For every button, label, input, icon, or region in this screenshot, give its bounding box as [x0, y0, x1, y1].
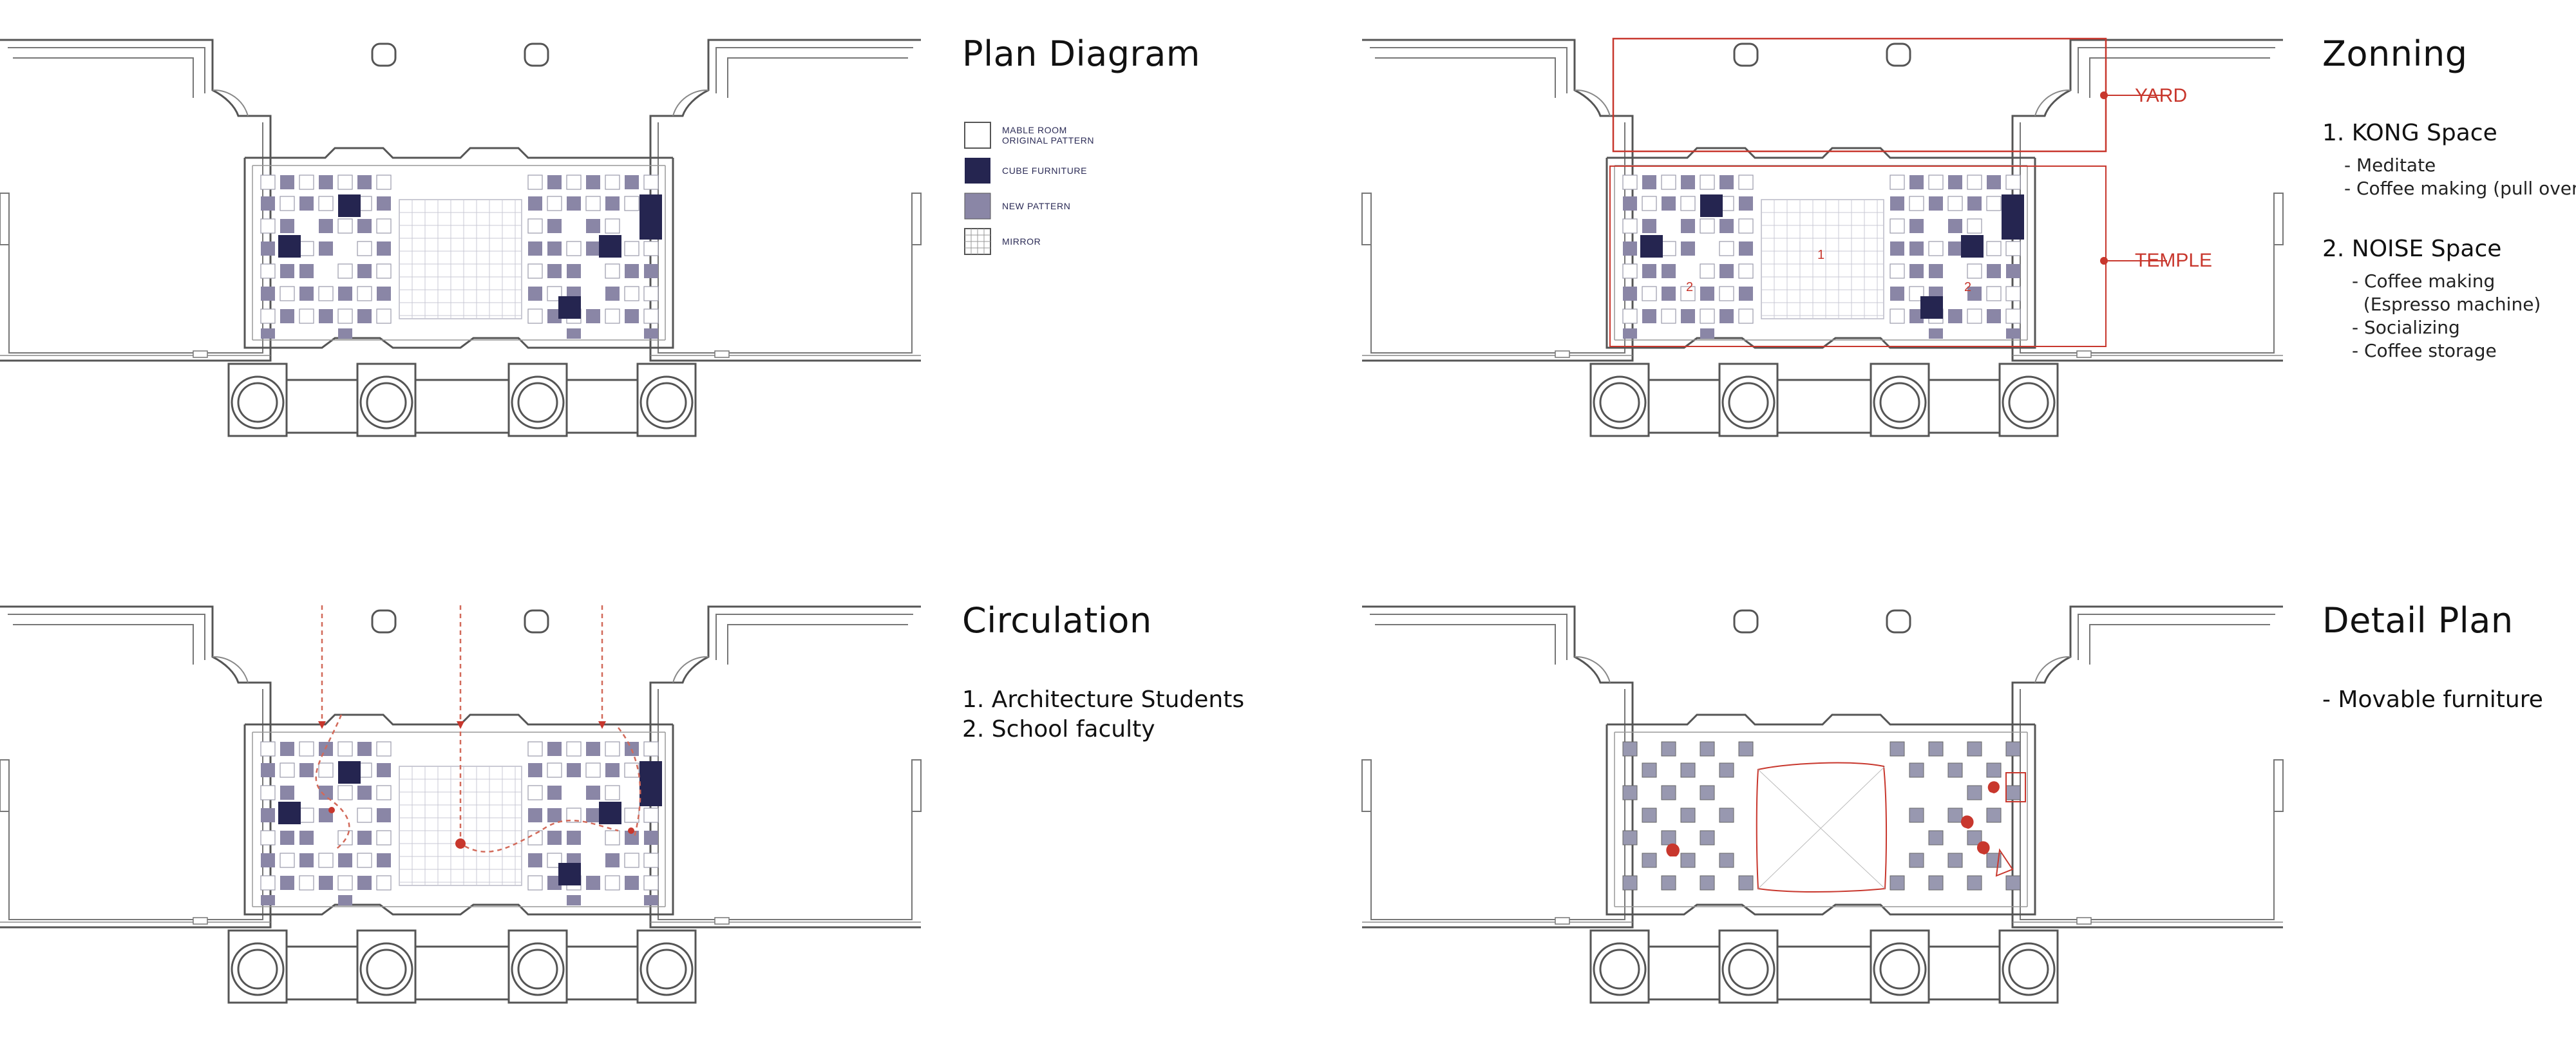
legend-item-new-pattern: NEW PATTERN	[1002, 201, 1070, 211]
zoning-title: Zonning	[2322, 33, 2468, 74]
legend-swatches	[964, 122, 991, 255]
legend-label-line1: NEW PATTERN	[1002, 201, 1071, 211]
noise-item-2: (Espresso machine)	[2352, 294, 2541, 315]
kong-item-1: - Meditate	[2344, 155, 2436, 176]
kong-space-heading: 1. KONG Space	[2322, 120, 2497, 146]
yard-label: YARD	[2135, 85, 2188, 106]
kong-item-2: - Coffee making (pull over)	[2344, 178, 2576, 199]
circulation-title: Circulation	[962, 600, 1152, 641]
zone-1-number: 1	[1817, 248, 1825, 262]
noise-space-heading: 2. NOISE Space	[2322, 236, 2502, 262]
legend-label-line1: CUBE FURNITURE	[1002, 165, 1088, 176]
legend-label-line2: ORIGINAL PATTERN	[1002, 135, 1095, 146]
noise-item-4: - Coffee storage	[2352, 340, 2497, 361]
legend-label-line1: MABLE ROOM	[1002, 125, 1067, 135]
noise-item-1: - Coffee making	[2352, 270, 2496, 292]
detail-plan-title: Detail Plan	[2322, 600, 2514, 641]
detail-item-1: - Movable furniture	[2322, 686, 2543, 713]
legend-item-mirror: MIRROR	[1002, 236, 1041, 247]
temple-label: TEMPLE	[2135, 250, 2213, 271]
detail-plan-drawing	[1361, 605, 2284, 1004]
zoning-diagram-drawing	[1361, 37, 2284, 437]
circulation-item-2: 2. School faculty	[962, 716, 1155, 742]
zone-2-number-left: 2	[1686, 280, 1694, 294]
legend-item-original-pattern: MABLE ROOM ORIGINAL PATTERN	[1002, 125, 1094, 146]
plan-diagram-drawing	[0, 39, 922, 437]
plan-diagram-title: Plan Diagram	[962, 33, 1200, 74]
legend-label-line1: MIRROR	[1002, 236, 1041, 247]
circulation-item-1: 1. Architecture Students	[962, 686, 1245, 713]
zone-2-number-right: 2	[1964, 280, 1972, 294]
noise-item-3: - Socializing	[2352, 317, 2460, 338]
circulation-diagram-drawing	[0, 605, 922, 1004]
legend-item-cube-furniture: CUBE FURNITURE	[1002, 165, 1087, 176]
